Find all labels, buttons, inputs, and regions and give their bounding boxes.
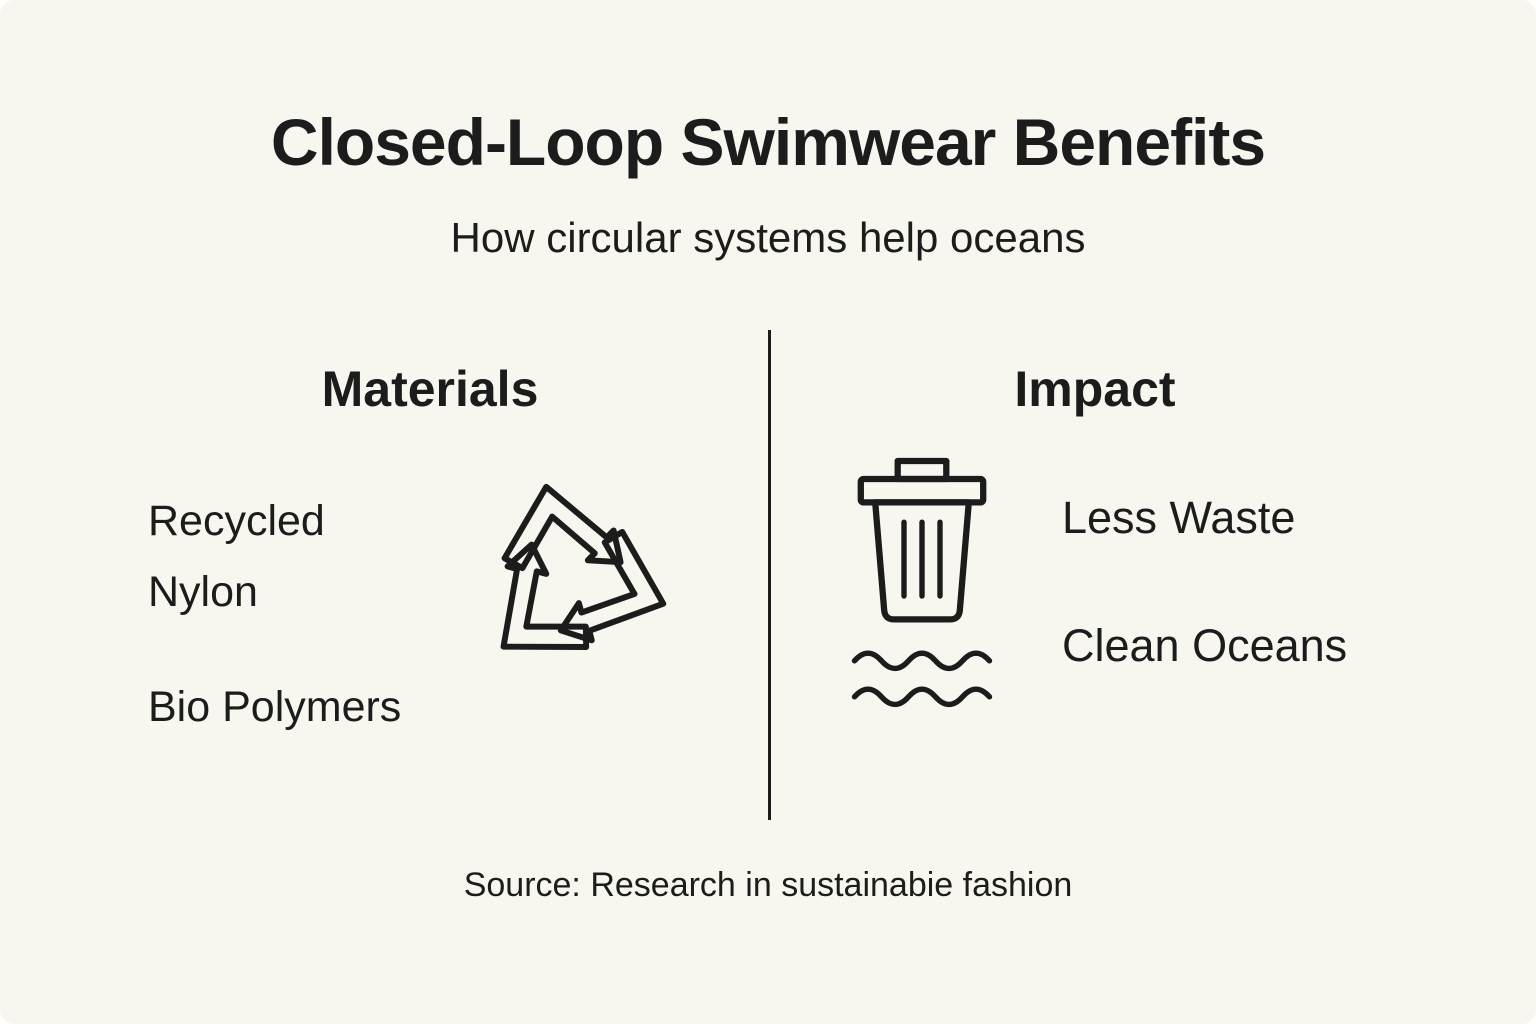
trash-lid (857, 475, 987, 506)
impact-heading: Impact (1014, 361, 1176, 417)
impact-label-less-waste: Less Waste (1062, 492, 1296, 543)
wave-line-2 (851, 686, 993, 708)
recycle-icon (452, 483, 690, 706)
trash-body (872, 499, 972, 623)
material-item-bio-polymers: Bio Polymers (148, 683, 402, 731)
page-subtitle: How circular systems help oceans (450, 214, 1086, 261)
material-item-recycled-nylon: Recycled Nylon (148, 497, 325, 616)
materials-heading: Materials (321, 361, 539, 417)
wave-line-1 (851, 650, 993, 672)
column-divider (768, 330, 771, 820)
source-note: Source: Research in sustainabie fashion (463, 866, 1073, 904)
trash-ribs (901, 519, 943, 599)
page-title: Closed-Loop Swimwear Benefits (270, 105, 1266, 179)
trash-waves-icon (851, 457, 993, 708)
impact-label-clean-oceans: Clean Oceans (1062, 620, 1348, 671)
